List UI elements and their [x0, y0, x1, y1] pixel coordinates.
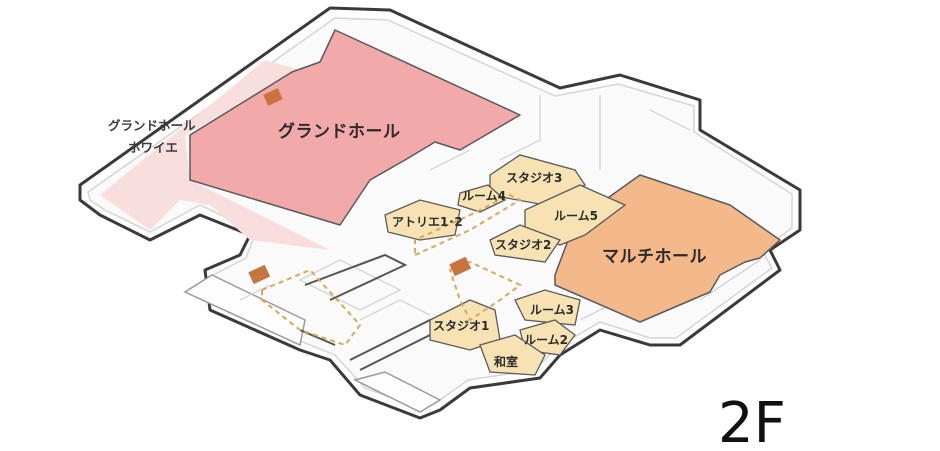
studio2-area[interactable]	[489, 224, 562, 263]
stairs-marker-icon	[449, 256, 472, 277]
stairs-marker-icon	[248, 264, 271, 285]
room4-area[interactable]	[457, 184, 507, 213]
route-dashes	[261, 193, 523, 347]
room5-label: ルーム5	[554, 209, 598, 223]
grand-hall-foyer-area[interactable]	[100, 60, 330, 250]
stairs-marker-icon	[263, 88, 283, 106]
floor-label: 2F	[718, 391, 786, 451]
studio2-label: スタジオ2	[495, 238, 551, 252]
atelier-area[interactable]	[384, 199, 461, 241]
room4-label: ルーム4	[462, 189, 506, 203]
multi-hall-label: マルチホール	[602, 247, 707, 267]
room3-area[interactable]	[514, 289, 581, 326]
room2-label: ルーム2	[524, 333, 568, 347]
studio1-label: スタジオ1	[433, 319, 489, 333]
room3-label: ルーム3	[530, 303, 574, 317]
foyer-label-line2: ホワイエ	[128, 140, 178, 155]
grand-hall-area[interactable]	[189, 29, 521, 226]
atelier-label: アトリエ1･2	[392, 215, 463, 229]
washitsu-label: 和室	[493, 354, 518, 369]
washitsu-area[interactable]	[479, 334, 546, 376]
interior-walls	[239, 95, 761, 321]
foyer-label-line1: グランドホール	[108, 118, 196, 133]
grand-hall-label: グランドホール	[278, 121, 401, 142]
studio3-label: スタジオ3	[506, 171, 562, 185]
